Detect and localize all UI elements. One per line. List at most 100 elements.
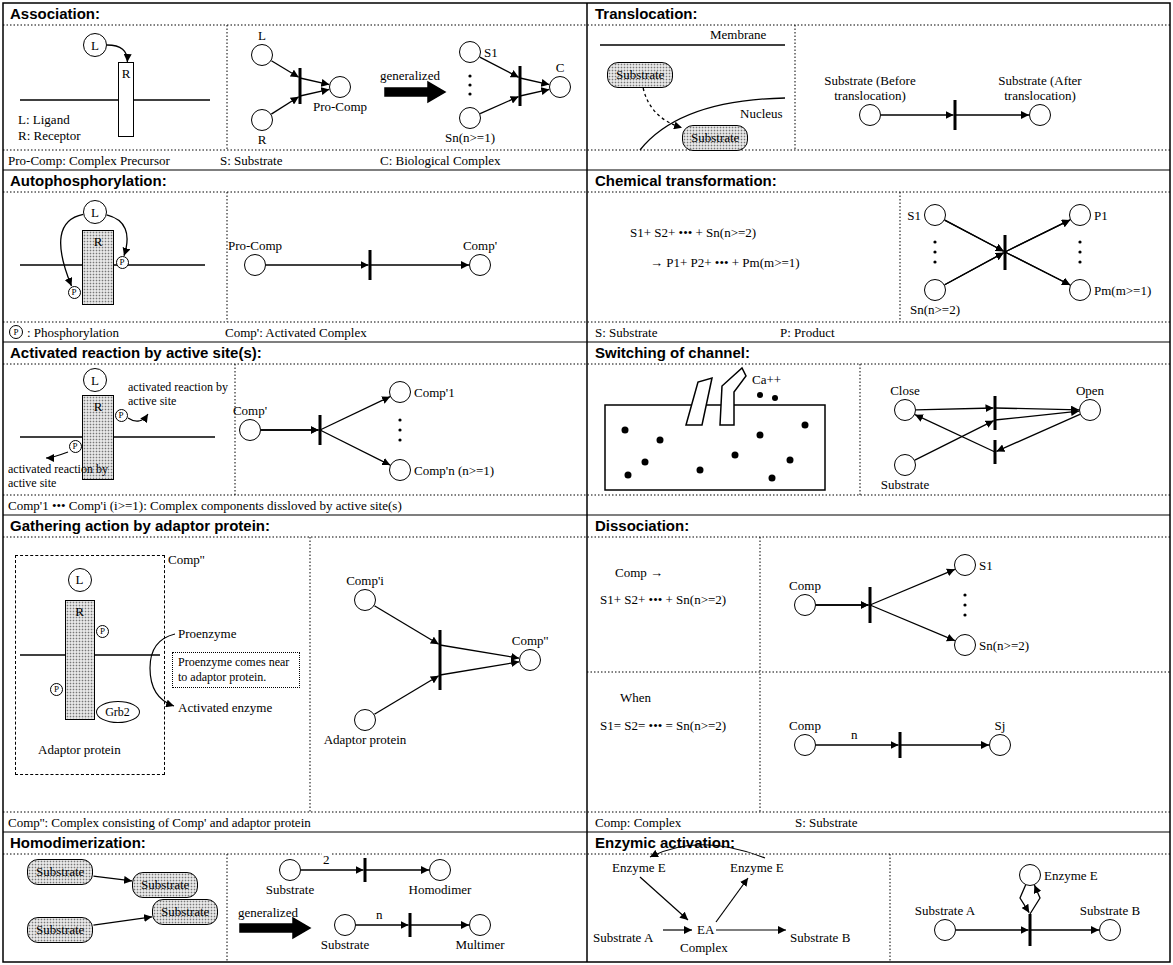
arc-segment — [520, 89, 549, 96]
node-text: R — [94, 399, 103, 414]
petri-place: Substrate (Before translocation) — [859, 104, 881, 126]
place-label: Multimer — [455, 937, 504, 952]
petri-transition-part — [519, 66, 522, 106]
note-text: Proenzyme — [178, 626, 236, 641]
place-label: C — [556, 60, 565, 75]
petri-place: Sn(n>=2) — [954, 634, 976, 656]
arc-segment — [1030, 885, 1040, 914]
note-text: Ca++ — [752, 372, 781, 387]
node-text: Substrate — [141, 877, 189, 892]
arc-segment — [996, 414, 1080, 451]
node-text: Substrate — [161, 904, 209, 919]
calcium-ion-part — [787, 457, 794, 464]
note-text: R: Receptor — [18, 128, 80, 143]
note-text: activated reaction by active site — [8, 462, 108, 490]
petri-arc — [945, 220, 1070, 252]
place-label: Substrate (After translocation) — [975, 73, 1105, 103]
node-text: Grb2 — [105, 706, 130, 718]
ellipsis-dots-part — [1078, 250, 1081, 253]
arc-segment — [945, 253, 1004, 285]
node-text: Substrate — [36, 864, 84, 879]
place-label: S1 — [979, 558, 993, 573]
illustration-arrow-part — [640, 877, 688, 920]
table-grid-part — [3, 169, 1170, 170]
place-label: P1 — [1094, 208, 1108, 223]
petri-arc — [643, 88, 682, 128]
node-text: P — [54, 685, 59, 694]
arc-segment — [870, 569, 955, 605]
arc-segment — [916, 408, 994, 410]
ion-channel-part — [605, 405, 825, 490]
dotted-separators — [3, 25, 1170, 962]
place-label: Substrate — [321, 937, 369, 952]
membrane-line-part — [600, 44, 785, 45]
petri-place: Comp'n (n>=1) — [389, 459, 411, 481]
petri-arc — [945, 252, 1070, 285]
table-grid-part — [3, 514, 1170, 515]
calcium-ion — [622, 392, 809, 482]
table-grid — [3, 3, 1170, 962]
petri-place: Sj — [989, 734, 1011, 756]
arc-segment — [300, 89, 329, 96]
petri-place: Multimer — [469, 914, 491, 936]
generalized-arrow-part — [240, 918, 310, 938]
note-text: C: Biological Complex — [380, 153, 501, 168]
note-text: activated reaction by active site — [128, 380, 228, 408]
dotted-separators-part — [3, 25, 1170, 26]
place-label: Pro-Comp — [228, 238, 282, 253]
section-header: Association: — [10, 5, 100, 22]
place-label: S1 — [484, 45, 498, 60]
table-grid-part — [3, 831, 1170, 832]
ellipsis-dots — [398, 74, 1081, 616]
arc-segment — [480, 57, 519, 77]
note-text: S1+ S2+ ••• + Sn(n>=2) — [630, 225, 756, 240]
petri-arc — [956, 930, 1099, 931]
symbol-circle: L — [83, 33, 107, 57]
dotted-separators-part — [227, 25, 228, 150]
arc-segment — [266, 264, 369, 265]
note-text: When — [620, 690, 651, 705]
symbol-circle: L — [68, 568, 92, 592]
petri-place: Close — [894, 399, 916, 421]
place-label: Substrate — [881, 477, 929, 492]
place-label: Substrate (Before translocation) — [805, 73, 935, 103]
petri-arc — [61, 214, 84, 286]
petri-arc — [916, 408, 1079, 410]
arc-segment — [1005, 220, 1070, 252]
arc-segment — [816, 604, 869, 605]
petri-arc — [374, 606, 519, 659]
arc-segment — [945, 220, 1004, 251]
symbol-circle: P — [68, 286, 81, 299]
arc-segment — [93, 876, 132, 881]
adaptor-protein: Grb2 — [96, 701, 140, 723]
petri-arc — [261, 397, 390, 430]
petri-arc — [261, 430, 390, 465]
arc-segment — [440, 645, 519, 658]
petri-arc — [816, 745, 989, 746]
arc-segment — [320, 397, 390, 430]
illustration-arrow-part — [128, 414, 148, 421]
ellipsis-dots-part — [963, 593, 966, 596]
receptor: R — [118, 62, 134, 137]
petri-place: Homodimer — [429, 859, 451, 881]
place-label: Substrate — [266, 882, 314, 897]
note-text: EA — [697, 922, 714, 937]
place-label: Pm(m>=1) — [1094, 283, 1151, 298]
note-text: S: Substrate — [595, 325, 657, 340]
symbol-circle: P — [116, 256, 129, 269]
arc-segment — [915, 421, 994, 460]
dotted-separators-part — [3, 150, 1170, 151]
section-header: Chemical transformation: — [595, 172, 777, 189]
node-text: P — [118, 411, 123, 420]
arc-segment — [356, 924, 409, 925]
ellipsis-dots-part — [1078, 240, 1081, 243]
petri-place: Substrate A — [934, 919, 956, 941]
petri-place: Comp' — [239, 419, 261, 441]
calcium-ion-part — [657, 437, 664, 444]
dotted-separators-part — [3, 192, 1170, 193]
ion-channel-part — [686, 378, 712, 425]
dotted-separators-part — [795, 25, 796, 150]
arc-segment — [271, 61, 298, 77]
place-label: Open — [1076, 383, 1104, 398]
petri-place: Substrate — [894, 454, 916, 476]
